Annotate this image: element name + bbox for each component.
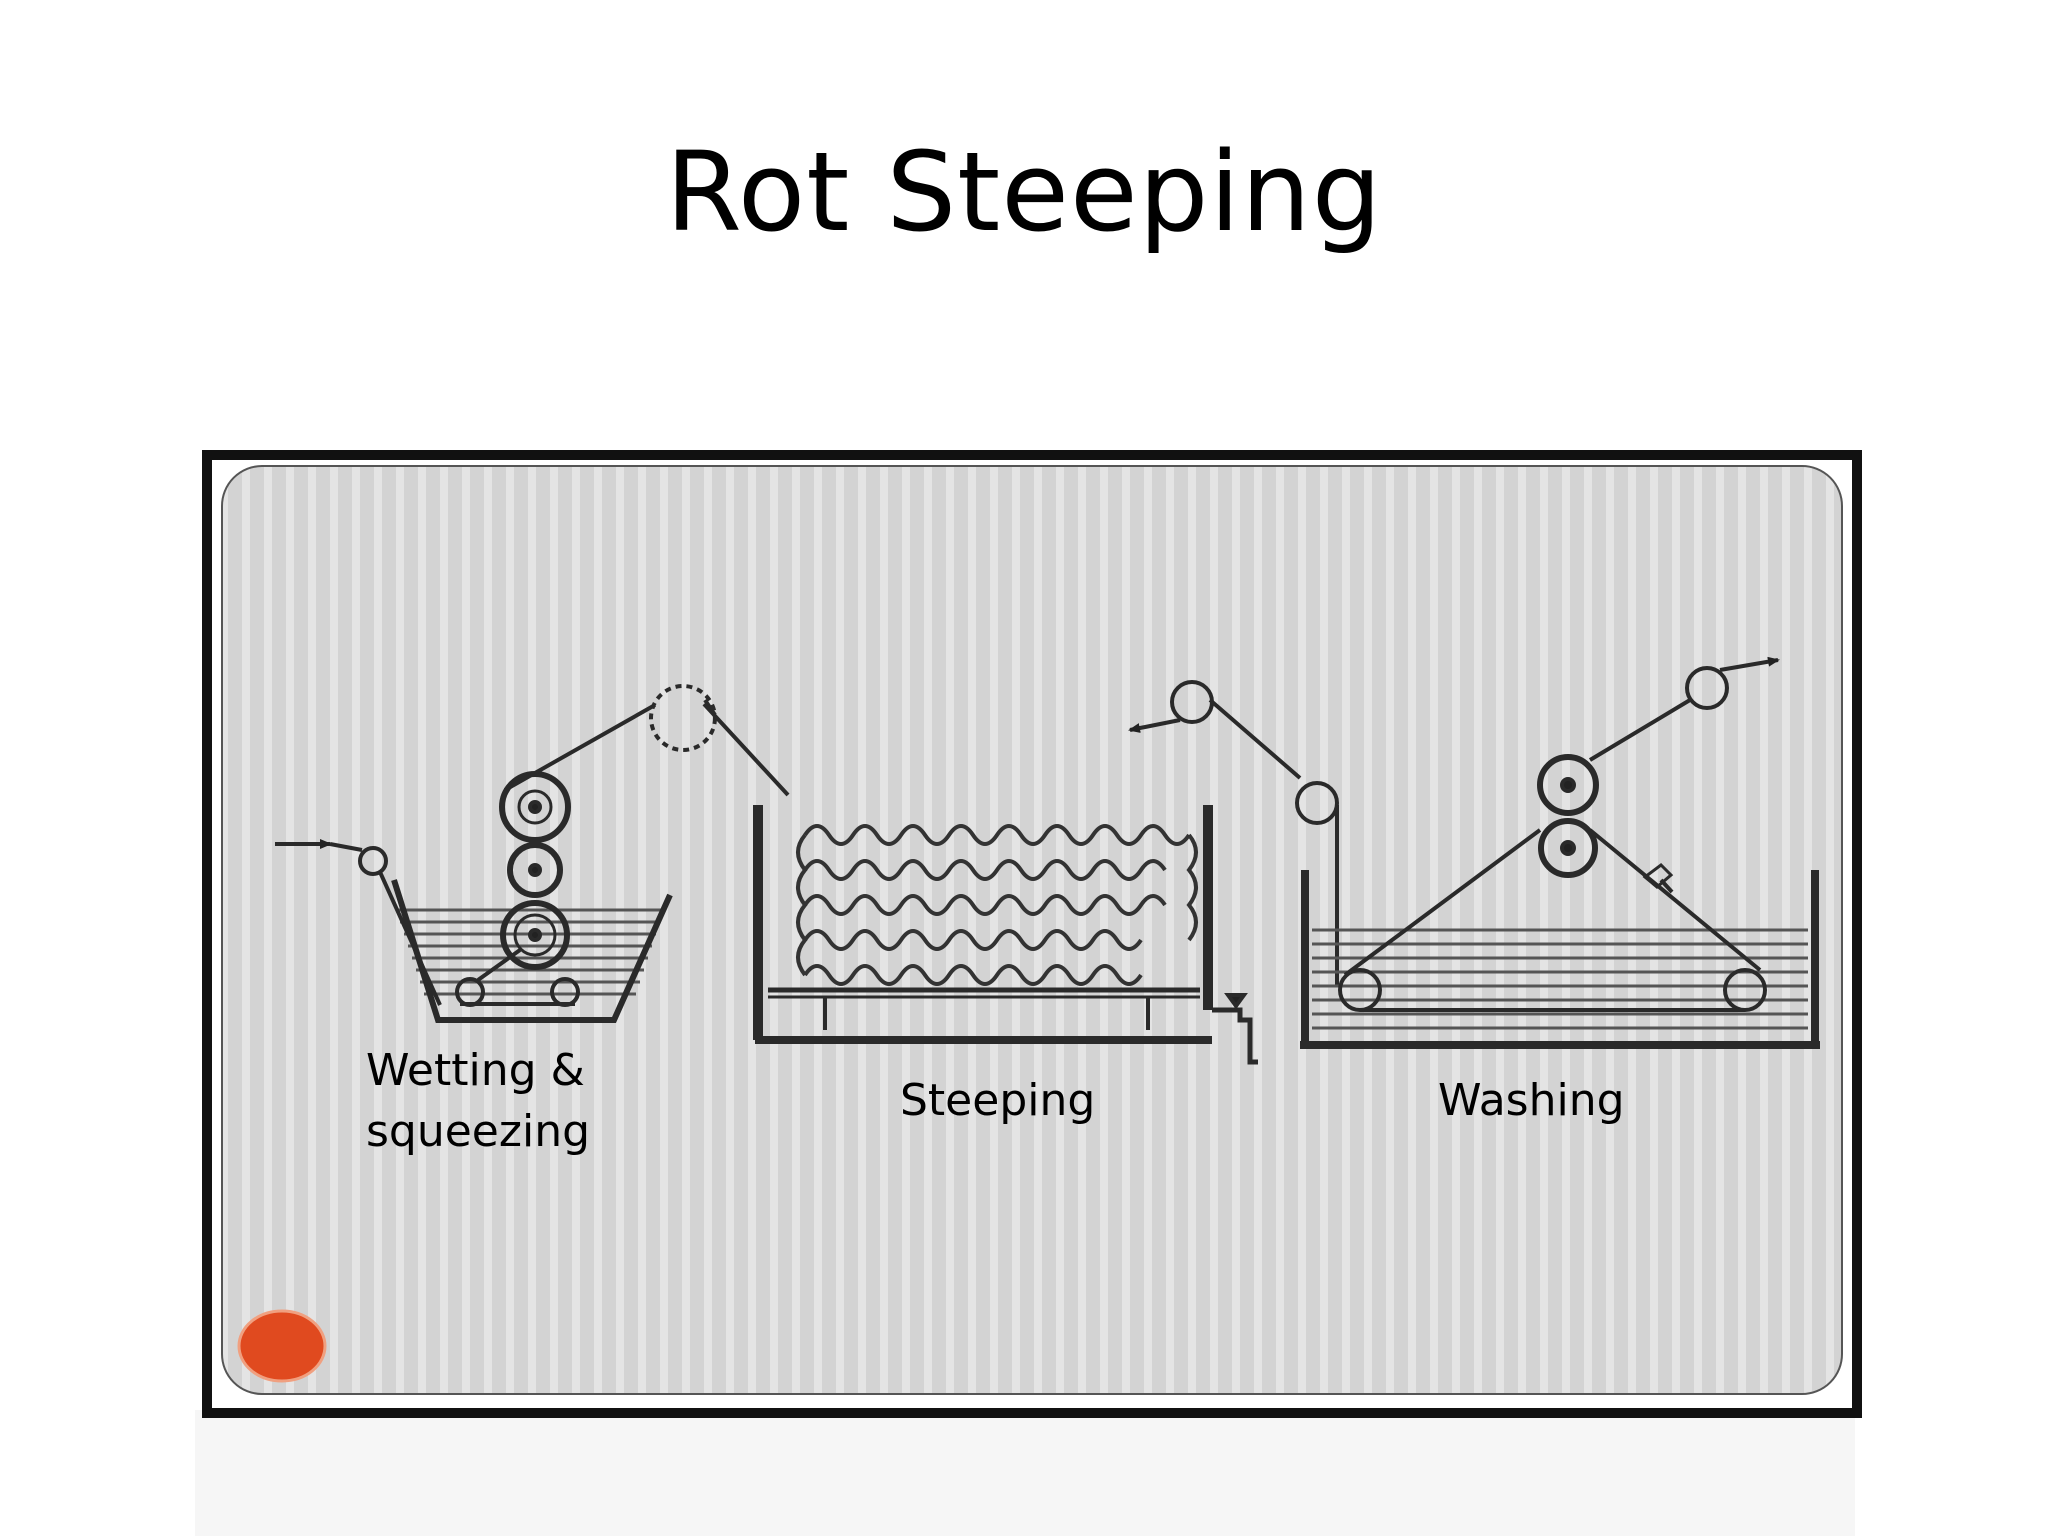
- washing-squeeze-bottom: [1538, 818, 1598, 878]
- slide-title: Rot Steeping: [665, 128, 1383, 256]
- label-wetting-line1: Wetting &: [366, 1045, 585, 1096]
- squeeze-roller-bottom: [500, 900, 570, 970]
- washing-pulley-top: [1685, 666, 1729, 710]
- steeping-pulley-right: [1295, 781, 1339, 825]
- label-washing: Washing: [1438, 1075, 1625, 1126]
- wetting-squeezing-stage: [275, 684, 790, 1023]
- washing-squeeze-top: [1537, 754, 1599, 816]
- feed-roller: [358, 846, 388, 876]
- diagram-panel: [221, 465, 1843, 1395]
- bottom-fade: [195, 1410, 1855, 1536]
- fibre-waves: [796, 824, 1198, 986]
- label-steeping: Steeping: [900, 1075, 1095, 1126]
- squeeze-roller-middle: [507, 842, 563, 898]
- label-wetting-line2: squeezing: [366, 1106, 590, 1157]
- slide-marker-dot: [237, 1309, 327, 1383]
- washing-stage: [1300, 656, 1820, 1049]
- steeping-stage: [753, 680, 1339, 1065]
